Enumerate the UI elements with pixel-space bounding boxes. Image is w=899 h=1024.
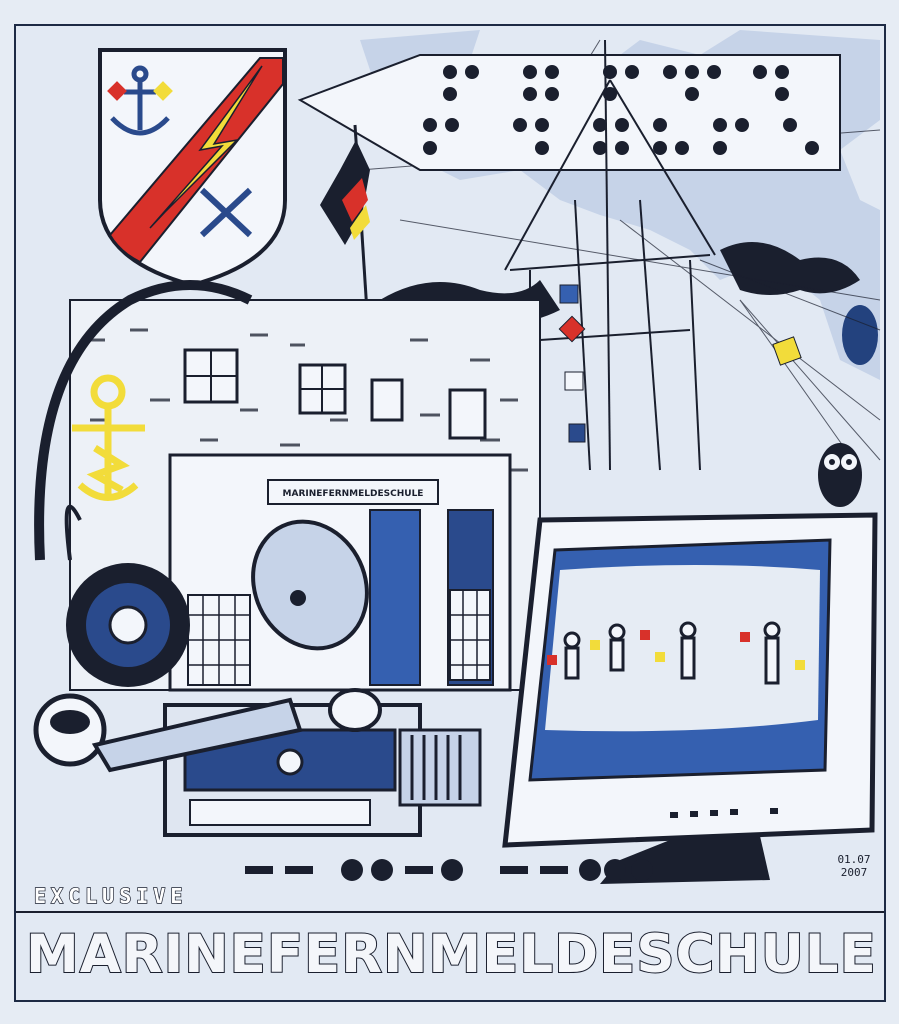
border-frame	[14, 24, 886, 1002]
anchor-icon	[110, 65, 170, 136]
morse-code	[245, 859, 653, 881]
monitor-buttons	[670, 808, 778, 818]
school-name-caption: MARINEFERNMELDESCHULE	[25, 923, 877, 986]
signal-flag-icon	[153, 81, 173, 101]
signature-year: 2007	[840, 866, 868, 879]
shield-red-band	[108, 57, 284, 264]
knob	[328, 688, 382, 732]
brick-texture	[90, 328, 528, 472]
semaphore-sailors	[563, 621, 781, 685]
lake	[842, 305, 878, 365]
artist-signature: 01.07 2007	[826, 853, 882, 879]
signal-flag-icon	[107, 81, 127, 101]
cable-arch	[34, 280, 253, 561]
owl-icon	[818, 443, 862, 507]
exclusive-caption: EXCLUSIVE	[33, 883, 188, 908]
sign-board	[267, 479, 439, 505]
crossed-swords-icon	[199, 187, 253, 238]
signature-date: 01.07	[837, 853, 871, 866]
building-sign: MARINEFERNMELDESCHULE	[283, 489, 424, 499]
dots-banner	[297, 54, 841, 171]
headphone-cable	[64, 504, 82, 561]
doorway	[369, 509, 421, 686]
naval-signal-emblem-icon	[72, 374, 145, 501]
signal-flags	[558, 284, 802, 443]
lightning-icon	[149, 65, 263, 229]
signal-lamp	[251, 519, 369, 651]
semaphore-flags	[547, 630, 805, 670]
